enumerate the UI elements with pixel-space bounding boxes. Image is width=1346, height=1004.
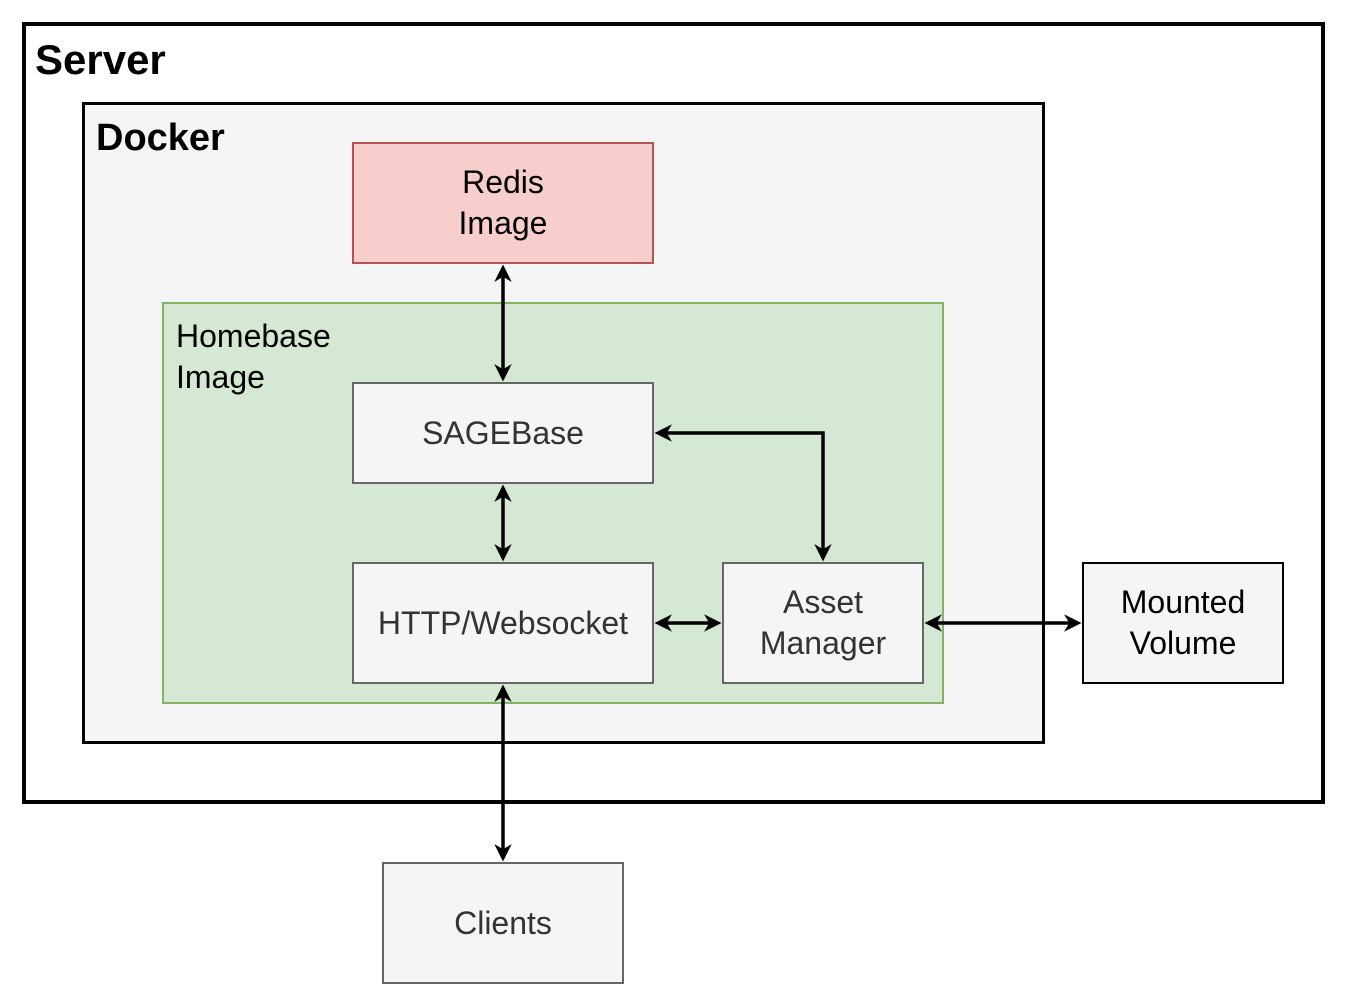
- homebase-image-label: Homebase Image: [176, 318, 331, 395]
- asset-manager-node: Asset Manager: [722, 562, 924, 684]
- server-label: Server: [35, 36, 166, 83]
- redis-image-node: Redis Image: [352, 142, 654, 264]
- docker-label: Docker: [96, 117, 225, 159]
- clients-node: Clients: [382, 862, 624, 984]
- sagebase-node: SAGEBase: [352, 382, 654, 484]
- mounted-volume-node: Mounted Volume: [1082, 562, 1284, 684]
- http-websocket-node: HTTP/Websocket: [352, 562, 654, 684]
